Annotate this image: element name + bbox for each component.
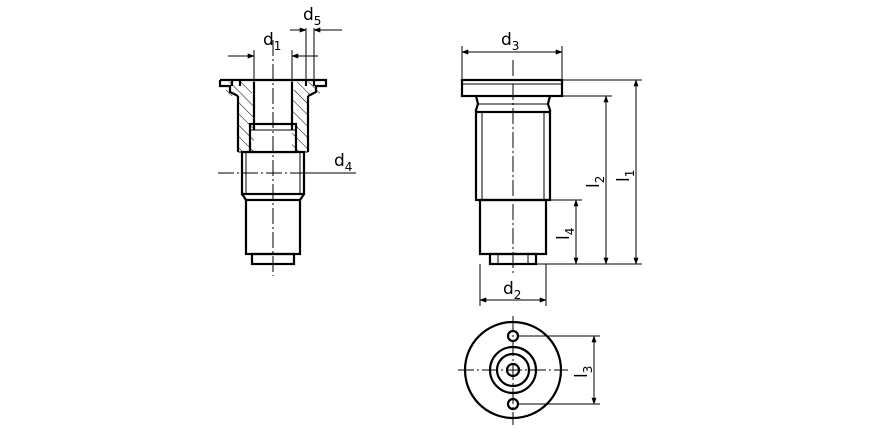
label-d2: d2 [503,279,521,302]
flange-slot-right [304,80,316,86]
label-l2: l2 [584,176,607,188]
section-dimensions: d1 d5 d4 [228,5,356,174]
label-l3: l3 [572,366,595,378]
flange-left-outline [218,80,239,97]
plan-view [458,316,568,425]
section-view [218,40,328,276]
head [460,78,564,98]
label-l1: l1 [614,170,637,182]
flange-slot-left [230,80,242,86]
side-view [460,60,564,276]
label-d5: d5 [303,5,321,28]
label-d3: d3 [501,30,519,53]
label-d4: d4 [334,151,352,174]
flange-right-outline [220,78,328,97]
label-l4: l4 [554,228,577,240]
plunger-chamfer-right [299,193,305,201]
plunger-chamfer-left [241,193,247,201]
side-dimensions: d3 d2 l1 l2 l4 [461,30,642,306]
label-d1: d1 [263,30,281,53]
plan-dimensions: l3 [518,335,600,405]
